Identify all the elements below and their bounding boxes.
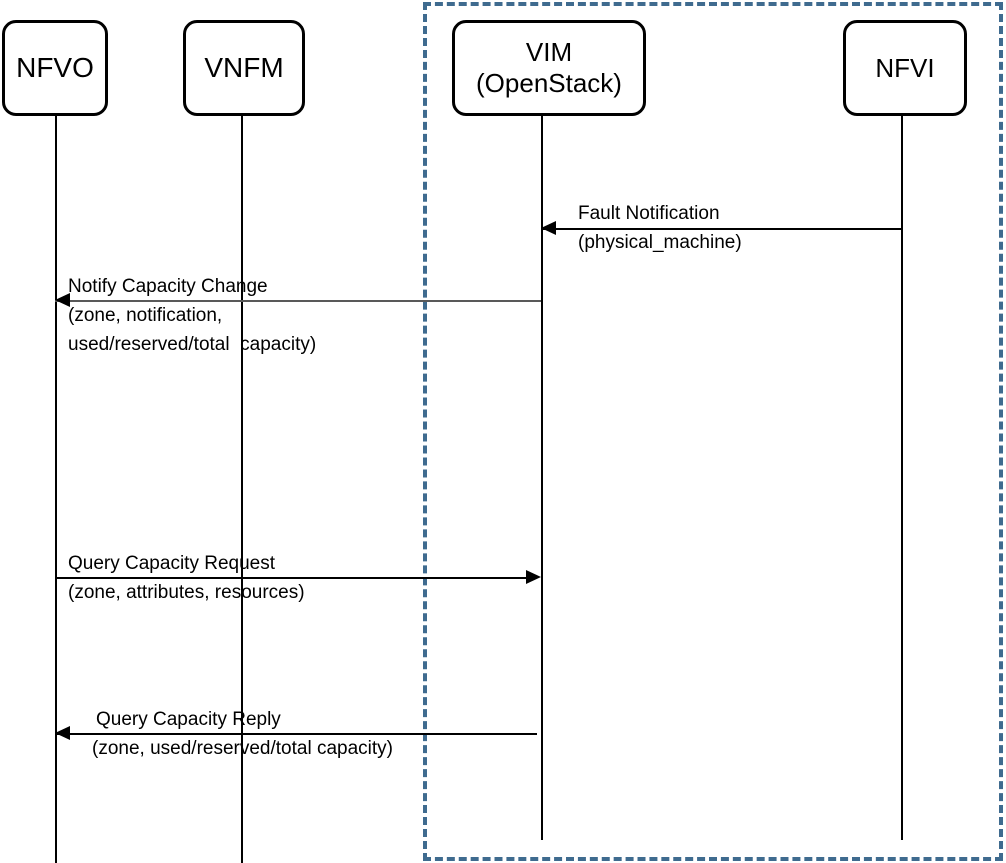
message-label-query-capacity-reply-below: (zone, used/reserved/total capacity) — [92, 738, 393, 759]
participant-vnfm-label: VNFM — [204, 52, 284, 84]
lifeline-nfvo — [55, 116, 57, 863]
message-label-query-capacity-request-below: (zone, attributes, resources) — [68, 582, 305, 603]
arrowhead-query-capacity-request — [526, 570, 541, 584]
message-label-fault-notification-above: Fault Notification — [578, 203, 720, 224]
participant-nfvi[interactable]: NFVI — [843, 20, 967, 116]
message-label-notify-capacity-change-above: Notify Capacity Change — [68, 276, 268, 297]
lifeline-nfvi — [901, 116, 903, 840]
arrowhead-fault-notification — [541, 221, 556, 235]
message-arrow-query-capacity-request — [55, 577, 526, 579]
nfv-domain-boundary — [423, 2, 1003, 861]
message-label-fault-notification-below: (physical_machine) — [578, 232, 742, 253]
message-arrow-query-capacity-reply — [55, 733, 537, 735]
participant-vim-label: VIM (OpenStack) — [476, 37, 622, 98]
participant-vnfm[interactable]: VNFM — [183, 20, 305, 116]
message-arrow-notify-capacity-change — [55, 300, 541, 302]
message-label-notify-capacity-change-below: (zone, notification, used/reserved/total… — [68, 305, 317, 355]
participant-nfvo[interactable]: NFVO — [2, 20, 108, 116]
message-label-query-capacity-reply-above: Query Capacity Reply — [96, 709, 281, 730]
arrowhead-notify-capacity-change — [55, 293, 70, 307]
lifeline-vim — [541, 116, 543, 840]
arrowhead-query-capacity-reply — [55, 726, 70, 740]
participant-nfvo-label: NFVO — [16, 52, 94, 84]
participant-vim[interactable]: VIM (OpenStack) — [452, 20, 646, 116]
message-arrow-fault-notification — [541, 228, 901, 230]
message-label-query-capacity-request-above: Query Capacity Request — [68, 553, 275, 574]
lifeline-vnfm — [241, 116, 243, 863]
participant-nfvi-label: NFVI — [875, 52, 935, 83]
